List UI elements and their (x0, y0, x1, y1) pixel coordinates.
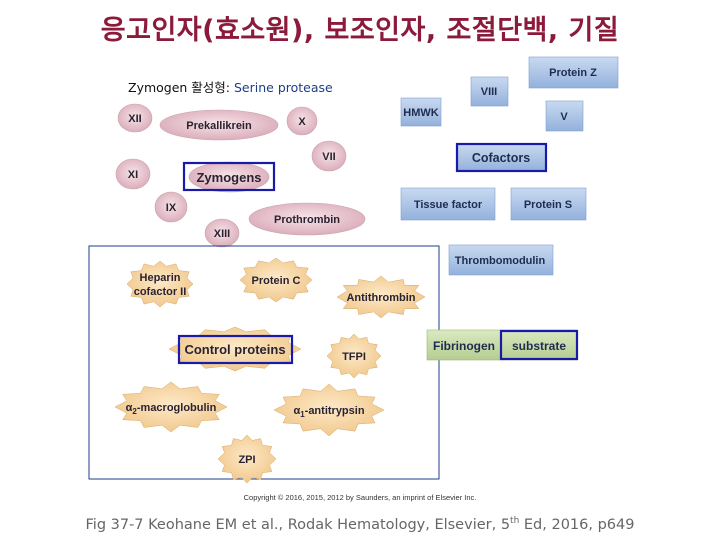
control-tfpi (326, 333, 382, 379)
cofactor-v (545, 100, 584, 132)
control-proteins-label: Control proteins (184, 342, 285, 357)
zymogen-xi-label: XI (128, 169, 138, 181)
zymogen-xiii (204, 218, 240, 248)
zymogen-caption: Zymogen 활성형: Serine protease (128, 77, 333, 96)
control-proteins-frame (88, 245, 440, 480)
a2-sub: 2 (132, 407, 137, 416)
substrate-fibrinogen-label: Fibrinogen (433, 339, 495, 353)
a1-sub: 1 (300, 410, 305, 419)
substrate-highlight-box (499, 329, 579, 361)
reference-sup: th (510, 516, 520, 526)
zymogens-label: Zymogens (196, 170, 261, 185)
control-a2-macroglobulin-label: α2-macroglobulin (126, 402, 217, 416)
control-protein-c-label: Protein C (252, 275, 301, 287)
reference-part2: Ed, 2016, p649 (519, 516, 635, 533)
a1-rest: -antitrypsin (305, 405, 365, 417)
a2-rest: -macroglobulin (137, 402, 217, 414)
cofactor-protein-z (528, 56, 619, 89)
copyright-notice: Copyright © 2016, 2015, 2012 by Saunders… (243, 493, 477, 502)
zymogen-caption-highlight: Serine protease (234, 80, 333, 95)
zymogen-prothrombin-label: Prothrombin (274, 214, 340, 226)
control-heparin-cofactor-ii (126, 260, 194, 308)
cofactor-hmwk-label: HMWK (403, 107, 438, 119)
zymogen-caption-prefix: Zymogen 활성형: (128, 80, 234, 95)
zymogen-prekallikrein-label: Prekallikrein (186, 120, 252, 132)
control-antithrombin (336, 275, 426, 319)
cofactor-viii-label: VIII (481, 86, 498, 98)
cofactor-tissue-factor-label: Tissue factor (414, 199, 483, 211)
control-antithrombin-label: Antithrombin (346, 292, 415, 304)
a2-alpha: α (126, 402, 133, 414)
a1-alpha: α (293, 405, 300, 417)
control-tfpi-label: TFPI (342, 351, 366, 363)
cofactor-v-label: V (560, 111, 568, 123)
zymogen-x-label: X (298, 116, 306, 128)
cofactor-viii (470, 76, 509, 107)
control-a1-antitrypsin (273, 383, 385, 437)
zymogen-x (286, 106, 318, 136)
zymogen-xii (117, 103, 153, 133)
control-a1-antitrypsin-label: α1-antitrypsin (293, 405, 364, 419)
cofactor-cofactors (455, 142, 548, 173)
control-proteins-highlight-box (177, 334, 294, 365)
cofactor-protein-s (510, 187, 587, 221)
reference-part1: Fig 37-7 Keohane EM et al., Rodak Hemato… (85, 516, 511, 533)
zymogen-prothrombin (248, 202, 366, 236)
zymogens-highlight-box (182, 161, 276, 192)
substrate-label: substrate (512, 339, 566, 353)
control-a2-macroglobulin (114, 381, 228, 433)
substrate-group: Fibrinogen substrate (426, 329, 579, 361)
control-heparin-label-2: cofactor II (134, 286, 187, 298)
control-zpi-label: ZPI (238, 454, 255, 466)
control-group: Heparin cofactor II Protein C Antithromb… (114, 257, 426, 484)
cofactor-protein-z-label: Protein Z (549, 67, 597, 79)
zymogen-group: XII Prekallikrein X VII XI Zymogens IX P… (115, 103, 366, 248)
cofactor-thrombomodulin (448, 244, 554, 276)
control-protein-c (239, 257, 313, 303)
zymogen-xi (115, 158, 151, 190)
zymogen-vii-label: VII (322, 151, 335, 163)
cofactor-protein-s-label: Protein S (524, 199, 572, 211)
zymogen-ix (154, 191, 188, 223)
page-title: 응고인자(효소원), 보조인자, 조절단백, 기질 (100, 15, 620, 46)
cofactor-thrombomodulin-label: Thrombomodulin (455, 255, 546, 267)
cofactor-tissue-factor (400, 187, 496, 221)
control-zpi (217, 434, 277, 484)
figure-reference: Fig 37-7 Keohane EM et al., Rodak Hemato… (0, 516, 720, 533)
cofactors-label: Cofactors (472, 151, 530, 165)
zymogen-xii-label: XII (128, 113, 141, 125)
zymogen-vii (311, 140, 347, 172)
zymogen-prekallikrein (159, 109, 279, 141)
cofactor-group: Protein Z VIII HMWK V Cofactors Tissue f… (400, 56, 619, 276)
control-heparin-label-1: Heparin (140, 272, 181, 284)
zymogen-ix-label: IX (166, 202, 177, 214)
zymogen-xiii-label: XIII (214, 228, 231, 240)
cofactor-hmwk (400, 97, 442, 127)
